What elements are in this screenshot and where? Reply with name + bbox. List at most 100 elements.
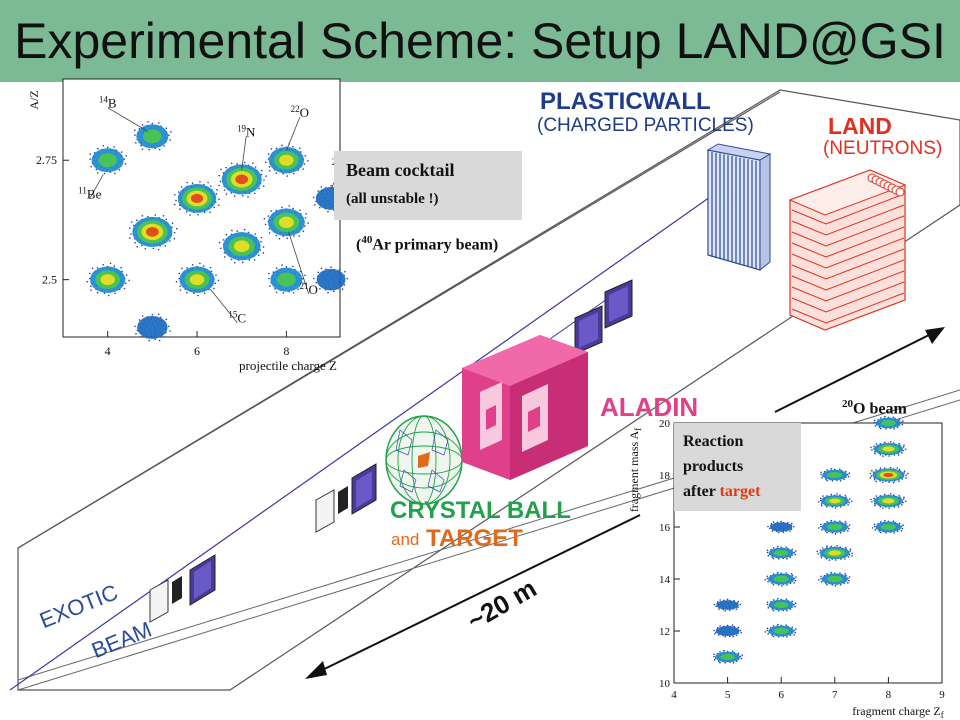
cluster-dot	[766, 577, 769, 580]
pid-annotations: 14B19N22O24F11Be21O15C	[78, 95, 348, 326]
o20-beam-mass: 20	[842, 398, 853, 410]
cluster-dot	[129, 237, 131, 239]
cluster-dot	[267, 153, 270, 155]
cluster-dot	[263, 217, 266, 220]
pid-annotation-leader	[288, 231, 310, 295]
cluster-dot	[125, 282, 127, 285]
cluster-dot	[282, 292, 285, 294]
cluster-dot	[97, 147, 99, 150]
cluster-dot	[905, 474, 907, 477]
cluster-dot	[782, 531, 785, 533]
cluster-dot	[888, 507, 890, 509]
cluster-dot	[247, 196, 249, 198]
cluster-dot	[293, 235, 295, 237]
cluster-dot	[839, 532, 842, 534]
cluster-dot	[134, 134, 136, 136]
cluster-core	[143, 129, 162, 144]
cluster-dot	[268, 228, 271, 230]
cluster-dot	[264, 223, 267, 226]
fragment-y-axis-label: fragment mass Af	[627, 428, 643, 512]
cluster-dot	[262, 246, 265, 248]
cluster-core	[880, 523, 896, 531]
cluster-dot	[303, 163, 306, 165]
fragment-y-tick-label: 14	[659, 574, 671, 586]
cluster-core	[235, 174, 249, 185]
isotope-mass: 14	[99, 95, 109, 105]
cluster-dot	[718, 634, 720, 636]
cluster-dot	[292, 292, 295, 294]
cluster-dot	[818, 579, 820, 581]
cluster-dot	[875, 480, 878, 483]
isotope-mass: 19	[237, 123, 247, 133]
cluster-dot	[118, 168, 121, 171]
pid-annotation-leader	[107, 107, 149, 132]
cluster-dot	[851, 555, 853, 557]
cluster-dot	[826, 521, 828, 523]
cluster-dot	[236, 230, 239, 232]
cluster-dot	[836, 493, 838, 495]
land-sublabel: (NEUTRONS)	[823, 138, 943, 159]
cluster-dot	[739, 603, 741, 606]
cluster-dot	[879, 505, 882, 508]
cluster-dot	[189, 214, 191, 216]
isotope-element: O	[309, 282, 318, 297]
cluster-dot	[285, 266, 288, 268]
cluster-dot	[713, 653, 715, 656]
cluster-dot	[253, 259, 256, 261]
fragment-cluster	[873, 415, 904, 430]
land-tube	[895, 187, 905, 197]
cluster-dot	[344, 270, 346, 273]
fragment-cluster	[713, 598, 741, 612]
fragment-clusters	[713, 415, 909, 664]
cluster-dot	[794, 605, 796, 608]
cluster-dot	[820, 577, 822, 580]
cluster-dot	[181, 267, 183, 270]
cluster-core	[145, 227, 159, 237]
cluster-dot	[186, 181, 188, 184]
cluster-dot	[343, 284, 346, 286]
floor-edge-back	[17, 91, 781, 549]
cluster-dot	[881, 481, 884, 484]
cluster-dot	[719, 651, 721, 653]
cluster-dot	[822, 495, 824, 497]
cluster-dot	[889, 493, 892, 495]
cluster-dot	[777, 623, 779, 626]
cluster-dot	[209, 211, 211, 214]
cluster-dot	[230, 162, 233, 165]
cluster-dot	[268, 272, 270, 275]
beam-detector-2	[351, 463, 377, 515]
cluster-dot	[820, 473, 822, 476]
cluster-dot	[777, 545, 779, 548]
cluster-dot	[875, 443, 878, 445]
cluster-dot	[777, 584, 780, 586]
drift-detector-1	[574, 305, 603, 355]
cluster-dot	[764, 631, 767, 633]
cluster-dot	[215, 274, 217, 276]
cluster-dot	[724, 662, 726, 664]
cluster-dot	[129, 227, 131, 229]
cluster-dot	[141, 244, 143, 247]
cluster-dot	[898, 522, 901, 525]
pid-annotation-label: 19N	[237, 123, 256, 139]
cluster-dot	[873, 445, 875, 448]
cluster-dot	[718, 608, 720, 610]
cluster-dot	[816, 550, 819, 553]
cluster-dot	[140, 144, 142, 147]
cluster-dot	[847, 504, 849, 506]
cluster-dot	[903, 496, 905, 499]
cluster-dot	[740, 631, 743, 634]
cluster-dot	[735, 634, 738, 636]
cluster-dot	[888, 481, 890, 483]
fragment-cluster	[713, 649, 743, 664]
cluster-dot	[764, 579, 767, 581]
cluster-dot	[778, 531, 780, 534]
cluster-dot	[871, 527, 874, 529]
beam-detector-1	[189, 554, 216, 606]
cluster-dot	[89, 285, 92, 288]
cluster-dot	[175, 280, 178, 283]
cluster-core	[278, 216, 294, 229]
cluster-dot	[260, 173, 263, 176]
cluster-dot	[898, 494, 900, 497]
cluster-dot	[299, 147, 301, 149]
